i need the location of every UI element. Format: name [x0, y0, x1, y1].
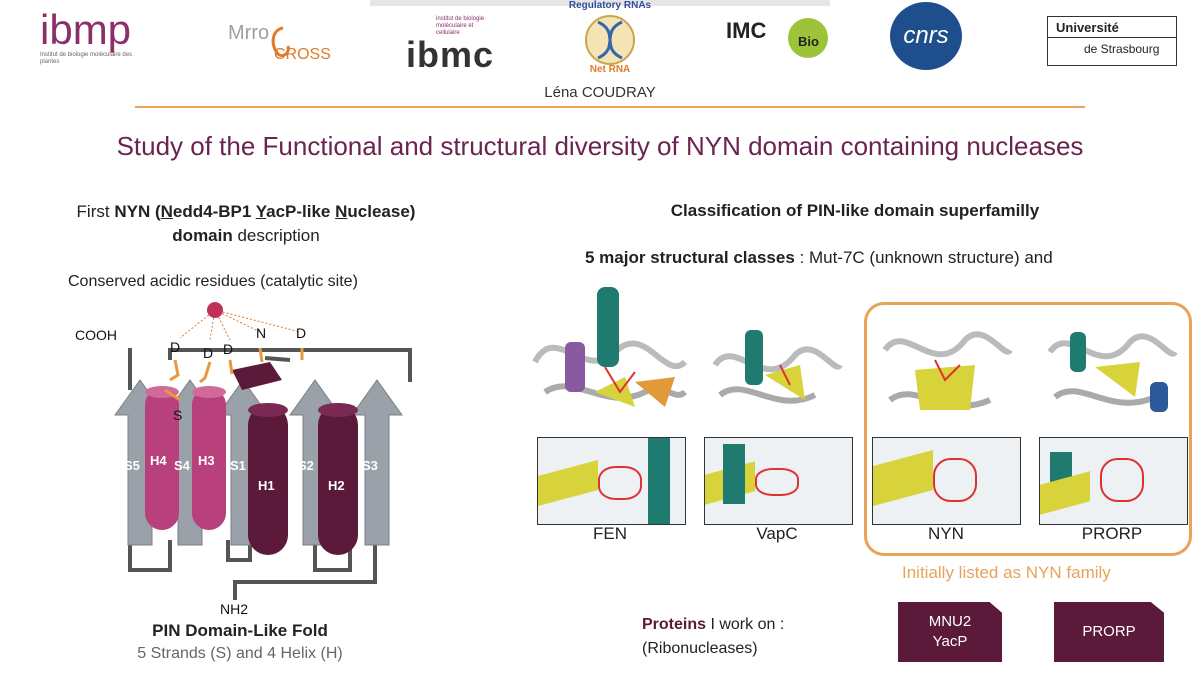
conserved-label: Conserved acidic residues (catalytic sit…	[68, 273, 358, 290]
logo-ibmp: ibmp Institut de biologie moléculaire de…	[40, 8, 150, 70]
nyn-structure-image	[882, 331, 1013, 410]
residues-sticks	[164, 347, 304, 402]
nyn-heading-y: Y	[255, 202, 267, 221]
nyn-heading-line1: First NYN (Nedd4-BP1 YacP-like Nuclease)	[36, 200, 456, 224]
proteins-plain: I work on :	[706, 616, 785, 633]
logo-netrna: Regulatory RNAs Net RNA	[560, 0, 660, 82]
catalytic-site	[179, 302, 301, 341]
fen-structure-image	[532, 287, 688, 407]
classes-bold: 5 major structural classes	[585, 248, 795, 267]
helices-dark	[232, 362, 358, 555]
strand-label-s3: S3	[362, 458, 378, 473]
strand-label-s5: S5	[124, 458, 140, 473]
helix-label-h4: H4	[150, 453, 167, 468]
proteins-sub: (Ribonucleases)	[642, 640, 758, 657]
logo-imcbio-circle	[788, 18, 828, 58]
classes-plain: : Mut-7C (unknown structure) and	[794, 248, 1053, 267]
prorp-structure-image	[1047, 332, 1178, 412]
classes-line: 5 major structural classes : Mut-7C (unk…	[585, 248, 1053, 268]
initially-listed-label: Initially listed as NYN family	[902, 563, 1111, 582]
nyn-heading-edd: edd4-BP1	[172, 202, 256, 221]
logo-ibmc-name: ibmc	[406, 34, 495, 75]
vapc-caption: VapC	[756, 524, 798, 543]
netrna-helix-icon	[585, 15, 635, 65]
logo-mitocross: Mrro CROSS	[228, 22, 348, 66]
logo-unistra: Université de Strasbourg	[1047, 16, 1177, 66]
helices-light	[145, 386, 226, 530]
fold-subtitle: 5 Strands (S) and 4 Helix (H)	[137, 645, 343, 662]
proteins-label: Proteins I work on : (Ribonucleases)	[642, 613, 784, 661]
logo-cnrs: cnrs	[890, 2, 962, 70]
presenter-name: Léna COUDRAY	[544, 84, 656, 101]
fen-caption: FEN	[593, 524, 627, 543]
strand-label-s2: S2	[298, 458, 314, 473]
nyn-heading-n2: N	[335, 202, 348, 221]
prorp-button[interactable]: PRORP	[1054, 602, 1164, 662]
fold-title: PIN Domain-Like Fold	[152, 621, 328, 640]
strand-label-s1: S1	[230, 458, 246, 473]
small-helix-icon	[232, 362, 282, 390]
vapc-zoom-panel	[704, 437, 853, 525]
prorp-zoom-panel	[1039, 437, 1188, 525]
pin-fold-diagram: COOH NH2 D D D N D S5 S4 S1 S2 S3 H4 H3 …	[75, 302, 412, 617]
nyn-heading-uclease: uclease)	[347, 202, 416, 221]
residue-label-1: D	[170, 339, 180, 355]
mnu2-label: MNU2	[928, 612, 972, 630]
nyn-heading-domain: domain	[172, 226, 233, 245]
fen-zoom-panel	[537, 437, 686, 525]
logo-imcbio-part1: IMC	[726, 18, 767, 43]
mitocross-mark-icon	[271, 26, 290, 58]
nyn-zoom-panel	[872, 437, 1021, 525]
nyn-heading-first: First	[76, 202, 115, 221]
page-title: Study of the Functional and structural d…	[116, 131, 1084, 161]
nyn-heading-n: N	[160, 202, 173, 221]
pin-loops	[128, 348, 412, 600]
proteins-line1: Proteins I work on :	[642, 613, 784, 637]
logo-ibmc-subtitle: institut de biologie moléculaire et cell…	[436, 16, 485, 36]
yacp-label: YacP	[932, 633, 968, 650]
top-bar	[370, 0, 830, 6]
residue-label-4: N	[256, 325, 266, 341]
vapc-structure-image	[712, 330, 843, 404]
residue-label-3: D	[223, 341, 233, 357]
logo-imcbio: IMC Bio	[726, 18, 836, 64]
strand-label-s4: S4	[174, 458, 191, 473]
logo-unistra-line2: de Strasbourg	[1048, 37, 1176, 56]
nyn-heading-acp: acP-like	[266, 202, 336, 221]
helix-label-h2: H2	[328, 478, 345, 493]
residue-label-2: D	[203, 345, 213, 361]
logo-imcbio-part2: Bio	[798, 34, 819, 49]
helix-label-h3: H3	[198, 453, 215, 468]
small-s-label: S	[173, 407, 182, 423]
prorp-caption: PRORP	[1081, 524, 1143, 543]
nyn-family-box	[864, 302, 1192, 556]
classification-heading: Classification of PIN-like domain superf…	[670, 201, 1040, 220]
header-divider	[135, 106, 1085, 108]
nyn-heading-nyn: NYN (	[114, 202, 161, 221]
logo-netrna-top: Regulatory RNAs	[568, 0, 652, 11]
metal-ion-icon	[207, 302, 223, 318]
nyn-caption: NYN	[928, 524, 964, 543]
logo-netrna-bottom: Net RNA	[589, 64, 631, 75]
cooh-label: COOH	[75, 327, 117, 343]
logo-unistra-line1: Université	[1056, 20, 1119, 35]
nyn-heading-description: description	[232, 226, 320, 245]
logo-mitocross-part1: Mrro	[228, 22, 270, 44]
nyn-heading: First NYN (Nedd4-BP1 YacP-like Nuclease)…	[36, 200, 456, 248]
logo-ibmp-name: ibmp	[40, 6, 132, 53]
helix-label-h1: H1	[258, 478, 275, 493]
nyn-heading-line2: domain description	[36, 224, 456, 248]
residue-label-5: D	[296, 325, 306, 341]
prorp-button-label: PRORP	[1082, 622, 1136, 640]
logo-ibmc: ibmc institut de biologie moléculaire et…	[406, 16, 516, 75]
logo-ibmp-subtitle: Institut de biologie moléculaire des pla…	[40, 52, 133, 65]
nh2-label: NH2	[220, 601, 248, 617]
proteins-bold: Proteins	[642, 616, 707, 633]
logo-cnrs-name: cnrs	[903, 22, 949, 49]
